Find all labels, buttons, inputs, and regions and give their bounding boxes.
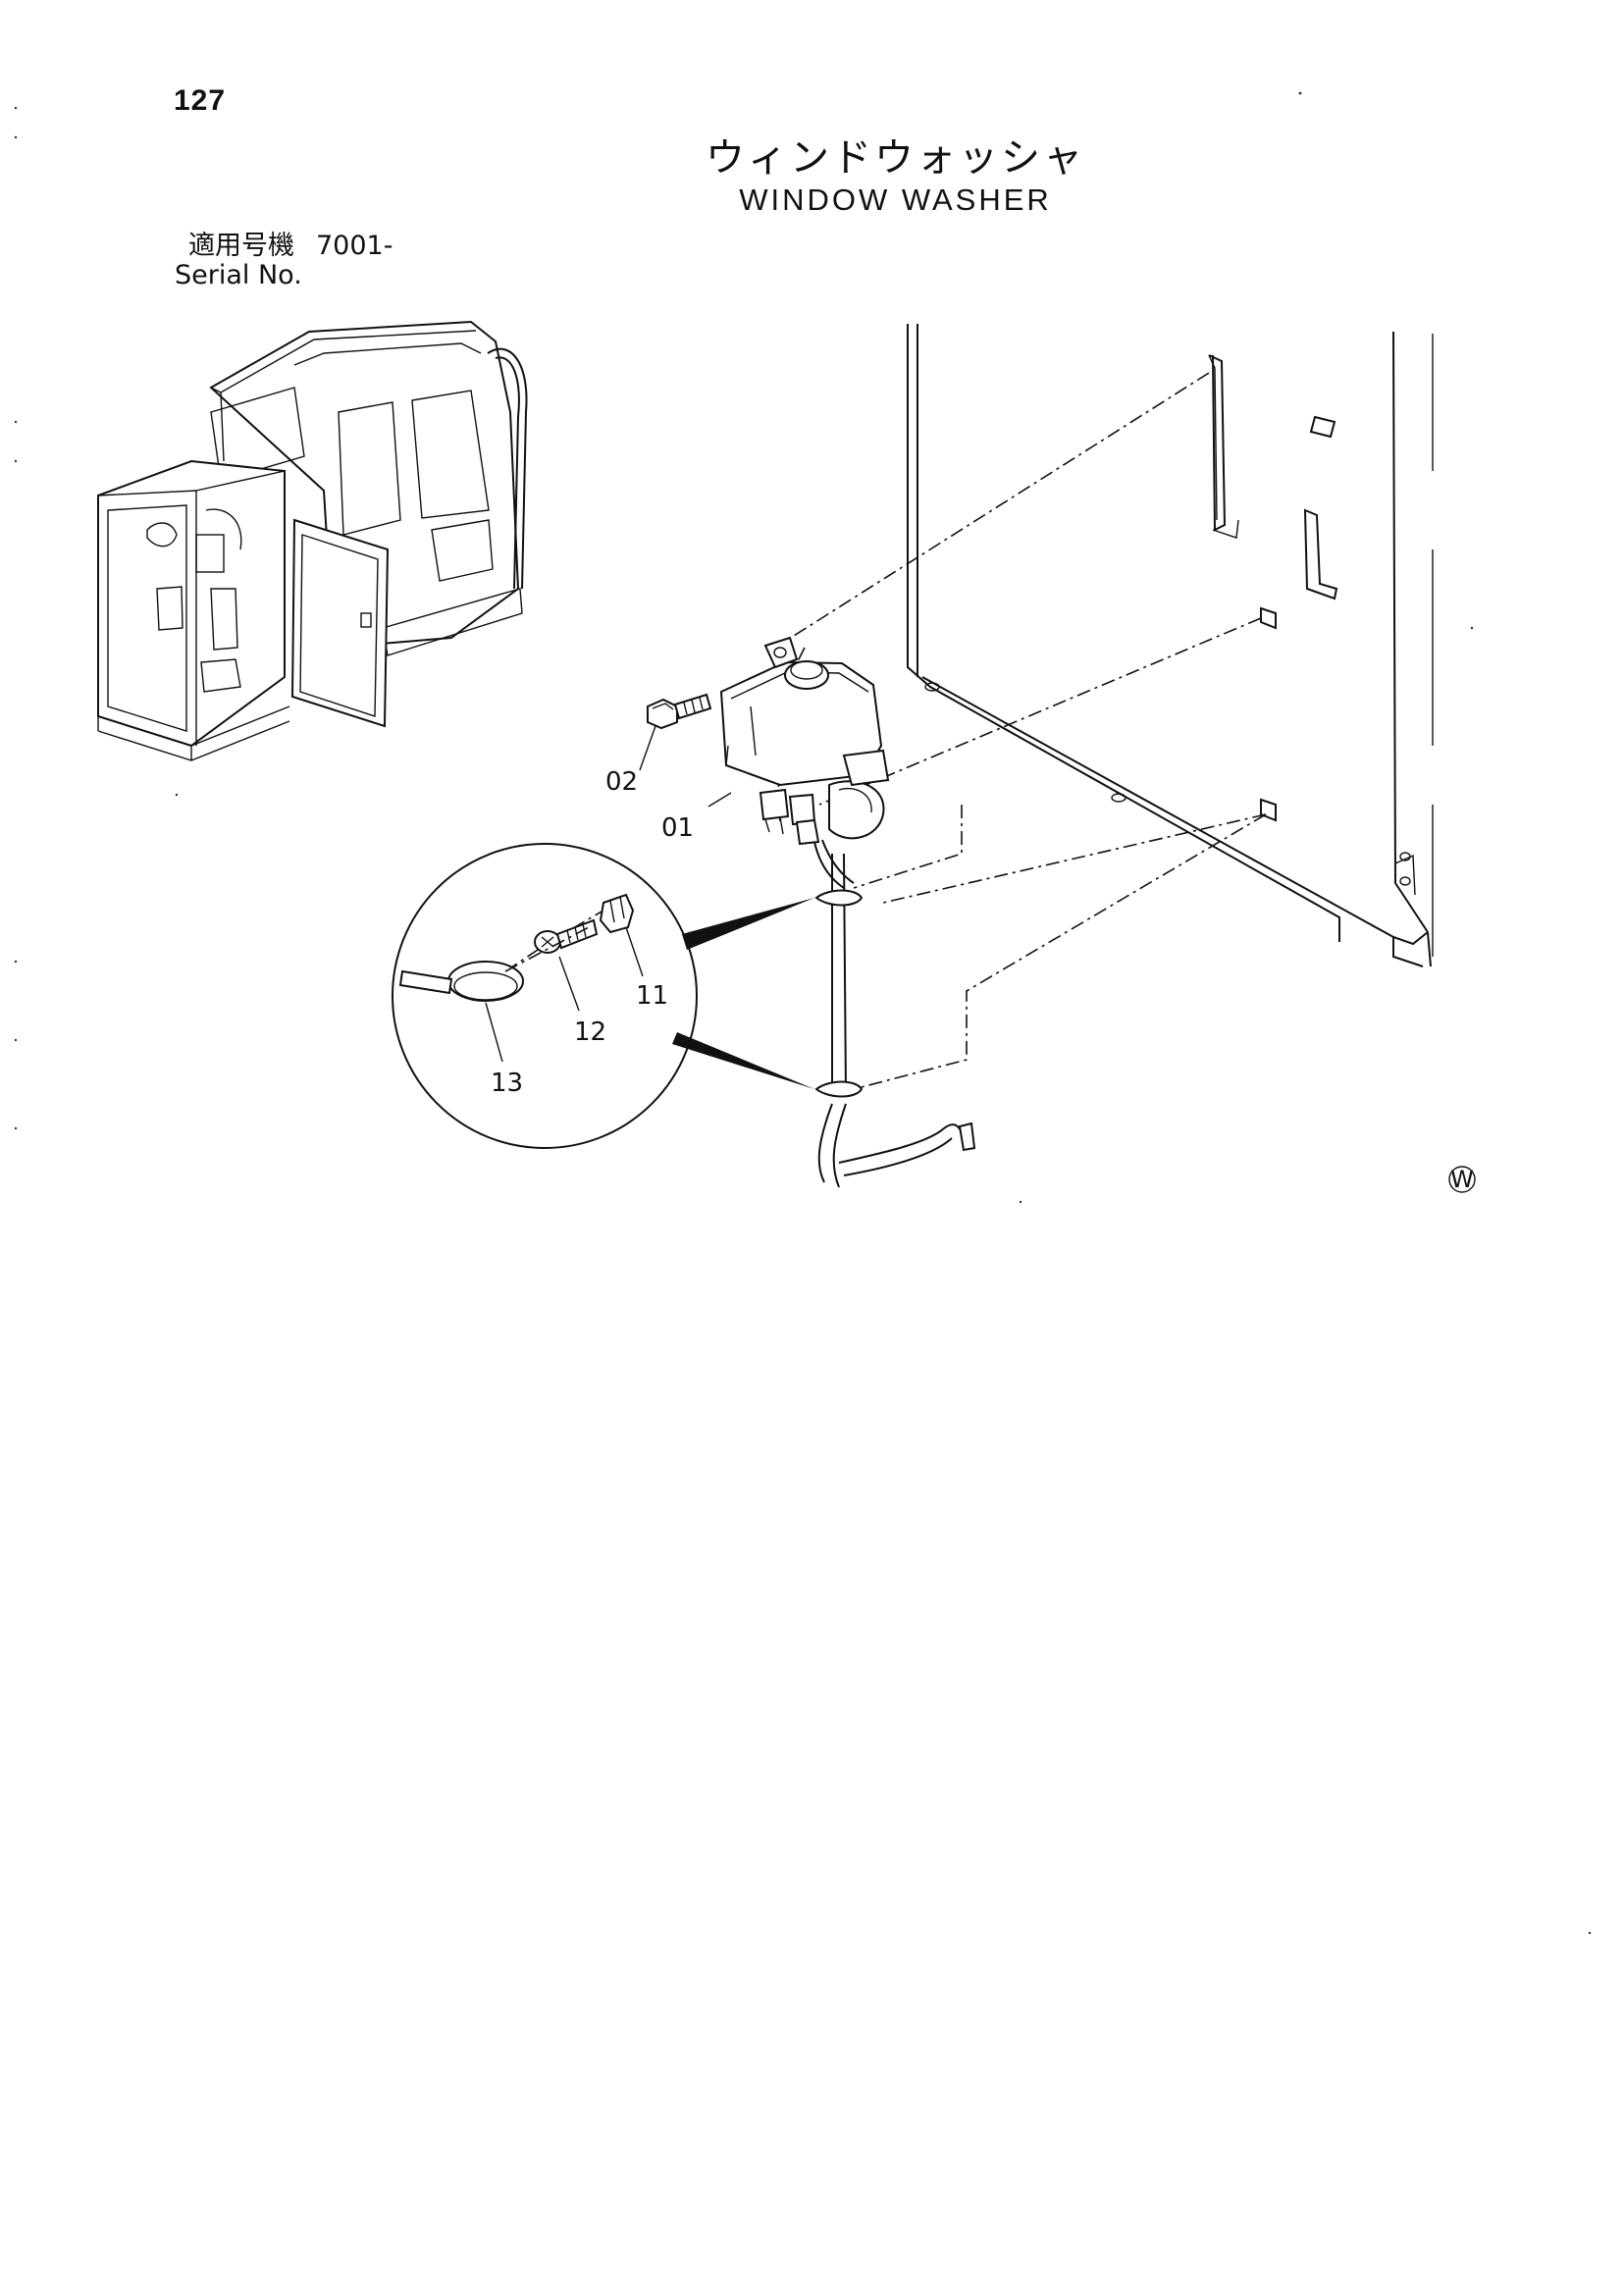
callout-labels: 02 01 11 12 13	[491, 767, 694, 1098]
corner-mark: W	[1448, 1166, 1476, 1193]
callout-12: 12	[574, 1018, 606, 1047]
serial-block: 適用号機 7001- Serial No.	[175, 232, 393, 290]
panel-brackets	[1208, 354, 1338, 822]
serial-label-english: Serial No.	[175, 260, 302, 290]
alignment-lines	[504, 372, 1267, 1090]
corner-mark-letter: W	[1450, 1166, 1474, 1193]
title-japanese: ウィンドウォッシャ	[706, 135, 1085, 181]
mounting-panel	[907, 324, 1434, 967]
leader-01	[707, 792, 732, 808]
serial-value: 7001-	[316, 231, 393, 261]
scan-speckles	[14, 91, 1592, 1935]
hose-assembly	[814, 853, 976, 1188]
page-number: 127	[174, 84, 227, 117]
callout-01: 01	[661, 813, 694, 843]
detail-circle	[392, 843, 698, 1149]
detail-pointers	[672, 898, 814, 1089]
callout-02: 02	[605, 767, 638, 797]
serial-label-japanese: 適用号機	[188, 231, 294, 261]
machine-overview-illustration	[97, 320, 528, 761]
bolt-part-02	[639, 693, 712, 771]
callout-11: 11	[636, 981, 668, 1011]
title-english: WINDOW WASHER	[739, 183, 1052, 217]
washer-tank	[719, 636, 890, 889]
callout-13: 13	[491, 1069, 523, 1098]
